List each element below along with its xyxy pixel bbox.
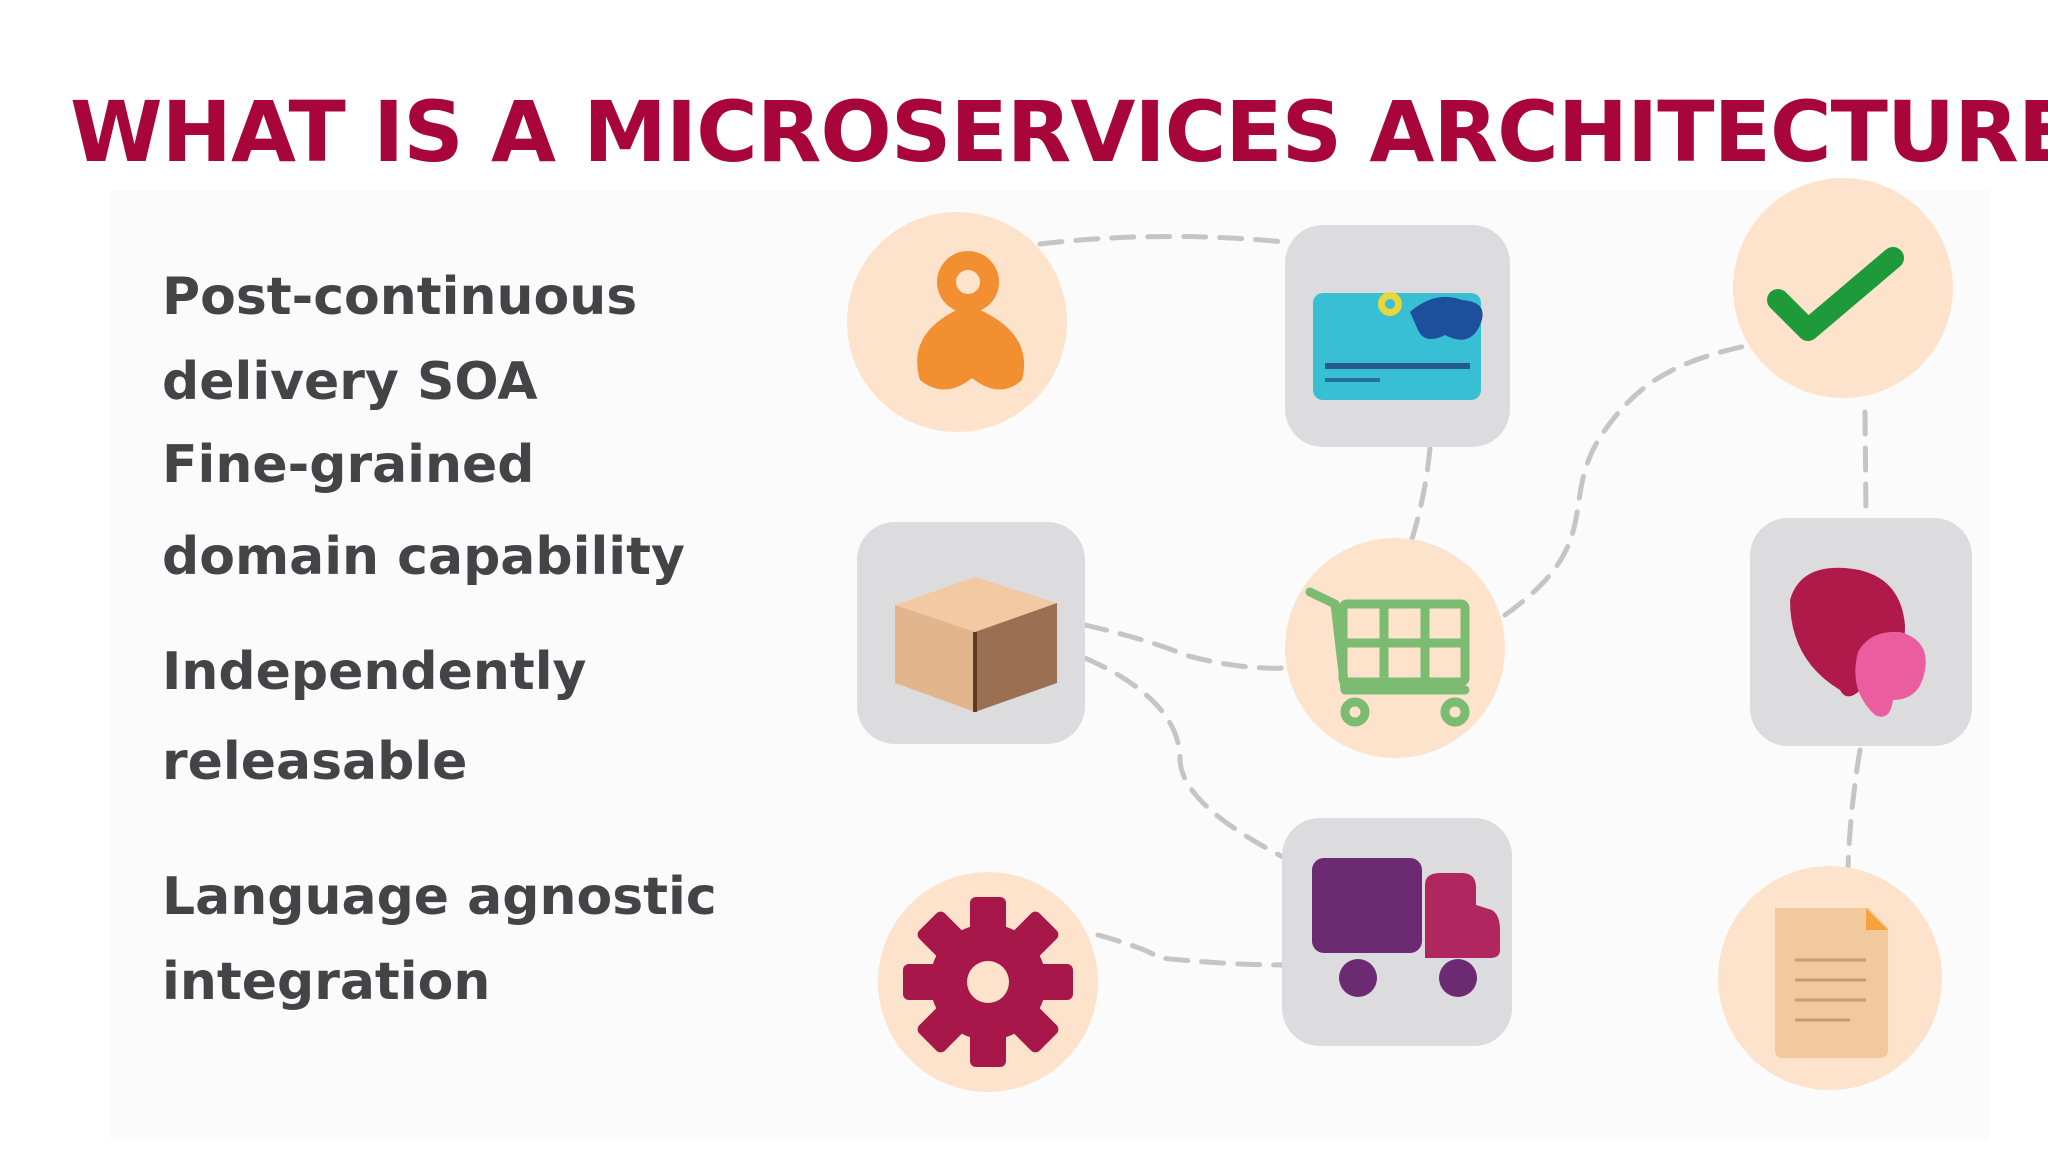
bullet-line-4: domain capability bbox=[162, 527, 685, 587]
gear-node bbox=[878, 872, 1098, 1092]
bullet-line-3: Fine-grained bbox=[162, 435, 535, 495]
connectors bbox=[1037, 233, 1869, 968]
connector-check-chat bbox=[1862, 409, 1869, 518]
box-icon bbox=[895, 577, 1057, 712]
connector-gear-truck bbox=[1095, 932, 1288, 968]
document-node bbox=[1718, 866, 1942, 1090]
connector-box-truck bbox=[1082, 655, 1288, 861]
bullet-line-5: Independently bbox=[162, 642, 587, 702]
delivery-truck-icon bbox=[1312, 858, 1500, 997]
bullet-line-7: Language agnostic bbox=[162, 867, 717, 927]
connector-chat-document bbox=[1845, 747, 1863, 871]
bullet-line-6: releasable bbox=[162, 732, 468, 792]
shopping-cart-icon bbox=[1305, 587, 1470, 727]
user-icon bbox=[917, 251, 1025, 390]
connector-box-cart bbox=[1082, 622, 1288, 671]
connector-user-card bbox=[1037, 233, 1288, 247]
bullet-line-2: delivery SOA bbox=[162, 352, 538, 412]
box-node bbox=[857, 522, 1085, 744]
shopping-cart-node-circle bbox=[1285, 538, 1505, 758]
credit-card-icon bbox=[1313, 292, 1483, 400]
delivery-truck-node bbox=[1282, 818, 1512, 1046]
slide-title: WHAT IS A MICROSERVICES ARCHITECTURE? bbox=[70, 83, 2048, 181]
document-icon bbox=[1775, 908, 1888, 1058]
shopping-cart-node bbox=[1285, 538, 1505, 758]
connector-cart-check bbox=[1502, 342, 1753, 618]
bullet-line-8: integration bbox=[162, 952, 491, 1012]
user-node bbox=[847, 212, 1067, 432]
bullet-line-1: Post-continuous bbox=[162, 267, 638, 327]
gear-icon bbox=[903, 897, 1073, 1067]
checkmark-node bbox=[1733, 178, 1953, 398]
connector-card-cart bbox=[1407, 445, 1433, 548]
checkmark-icon bbox=[1767, 247, 1904, 341]
credit-card-node bbox=[1285, 225, 1510, 447]
chat-bubbles-node bbox=[1750, 518, 1972, 746]
chat-bubbles-icon bbox=[1790, 567, 1926, 717]
